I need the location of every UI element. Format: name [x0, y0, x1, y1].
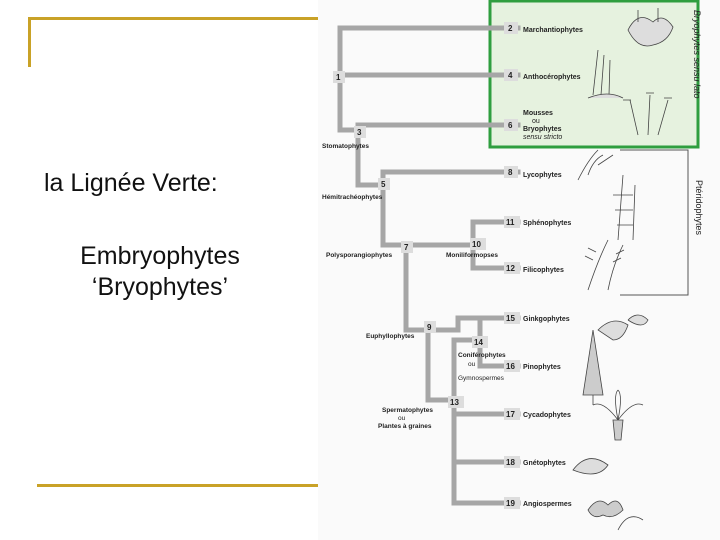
clade-polysporangiophytes: Polysporangiophytes: [326, 252, 392, 259]
taxon-ou: ou: [532, 118, 540, 125]
taxon-sensu-stricto: sensu stricto: [523, 134, 562, 141]
node-14: 14: [474, 338, 483, 347]
node-8: 8: [508, 168, 513, 177]
clade-stomatophytes: Stomatophytes: [322, 143, 369, 150]
marchantia-illustration: [627, 8, 674, 47]
lycophyte-illustration: [577, 149, 614, 181]
phylogenetic-tree: 1 2 3 4 5 6 7 8 9 10 11 12 13 14 15 16 1…: [318, 0, 720, 540]
node-4: 4: [508, 71, 513, 80]
corner-line-vertical-left: [28, 17, 31, 67]
taxon-mousses: Mousses: [523, 110, 553, 117]
node-2: 2: [508, 24, 513, 33]
footer-line: [37, 484, 327, 487]
hornwort-illustration: [587, 49, 624, 99]
taxon-cycadophytes: Cycadophytes: [523, 412, 571, 419]
conifer-illustration: [582, 329, 604, 405]
node-12: 12: [506, 264, 515, 273]
clade-gymnospermes: Gymnospermes: [458, 375, 505, 382]
group-label-pteridophytes: Ptéridophytes: [694, 180, 704, 236]
taxon-lycophytes: Lycophytes: [523, 172, 562, 179]
corner-line-horizontal-top: [30, 17, 330, 20]
node-17: 17: [506, 410, 515, 419]
clade-plantes-a-graines: Plantes à graines: [378, 423, 432, 430]
node-16: 16: [506, 362, 515, 371]
moss-illustration: [623, 92, 672, 136]
slide-subtitle: Embryophytes: [80, 242, 240, 270]
ginkgo-illustration: [597, 314, 649, 341]
taxon-bryophytes: Bryophytes: [523, 126, 562, 133]
node-6: 6: [508, 121, 513, 130]
slide-title-block: la Lignée Verte: Embryophytes ‘Bryophyte…: [30, 168, 290, 303]
slide-title: la Lignée Verte:: [44, 169, 218, 197]
angiosperm-illustration: [587, 500, 644, 531]
taxon-angiospermes: Angiospermes: [523, 501, 572, 508]
sphenophyte-illustration: [613, 174, 636, 241]
pteridophytes-bracket: [620, 149, 689, 296]
clade-ou: ou: [468, 361, 476, 368]
node-1: 1: [336, 73, 341, 82]
clade-moniliformopses: Moniliformopses: [446, 252, 498, 259]
taxon-gnetophytes: Gnétophytes: [523, 460, 566, 467]
taxon-pinophytes: Pinophytes: [523, 364, 561, 371]
plant-illustrations: [572, 8, 674, 531]
node-5: 5: [381, 180, 386, 189]
taxon-sphenophytes: Sphénophytes: [523, 220, 571, 227]
clade-euphyllophytes: Euphyllophytes: [366, 333, 415, 340]
fern-illustration: [584, 239, 625, 291]
node-15: 15: [506, 314, 515, 323]
taxon-ginkgophytes: Ginkgophytes: [523, 316, 570, 323]
clade-hemitracheophytes: Hémitrachéophytes: [322, 194, 383, 201]
node-18: 18: [506, 458, 515, 467]
clade-spermatophytes: Spermatophytes: [382, 407, 433, 414]
slide-subtitle-bryophytes: ‘Bryophytes’: [91, 273, 229, 301]
cycad-illustration: [592, 389, 644, 441]
clade-ou-2: ou: [398, 415, 406, 422]
node-9: 9: [427, 323, 432, 332]
clade-coniferophytes: Coniférophytes: [458, 352, 506, 359]
node-7: 7: [404, 243, 409, 252]
taxon-filicophytes: Filicophytes: [523, 267, 564, 274]
node-3: 3: [357, 128, 362, 137]
node-11: 11: [506, 218, 515, 227]
group-label-bryophytes: Bryophytes sensu lato: [692, 10, 702, 99]
node-10: 10: [472, 240, 481, 249]
node-19: 19: [506, 499, 515, 508]
taxon-marchantiophytes: Marchantiophytes: [523, 27, 583, 34]
node-13: 13: [450, 398, 459, 407]
gnetophyte-illustration: [572, 458, 609, 475]
taxon-anthocerophytes: Anthocérophytes: [523, 74, 581, 81]
